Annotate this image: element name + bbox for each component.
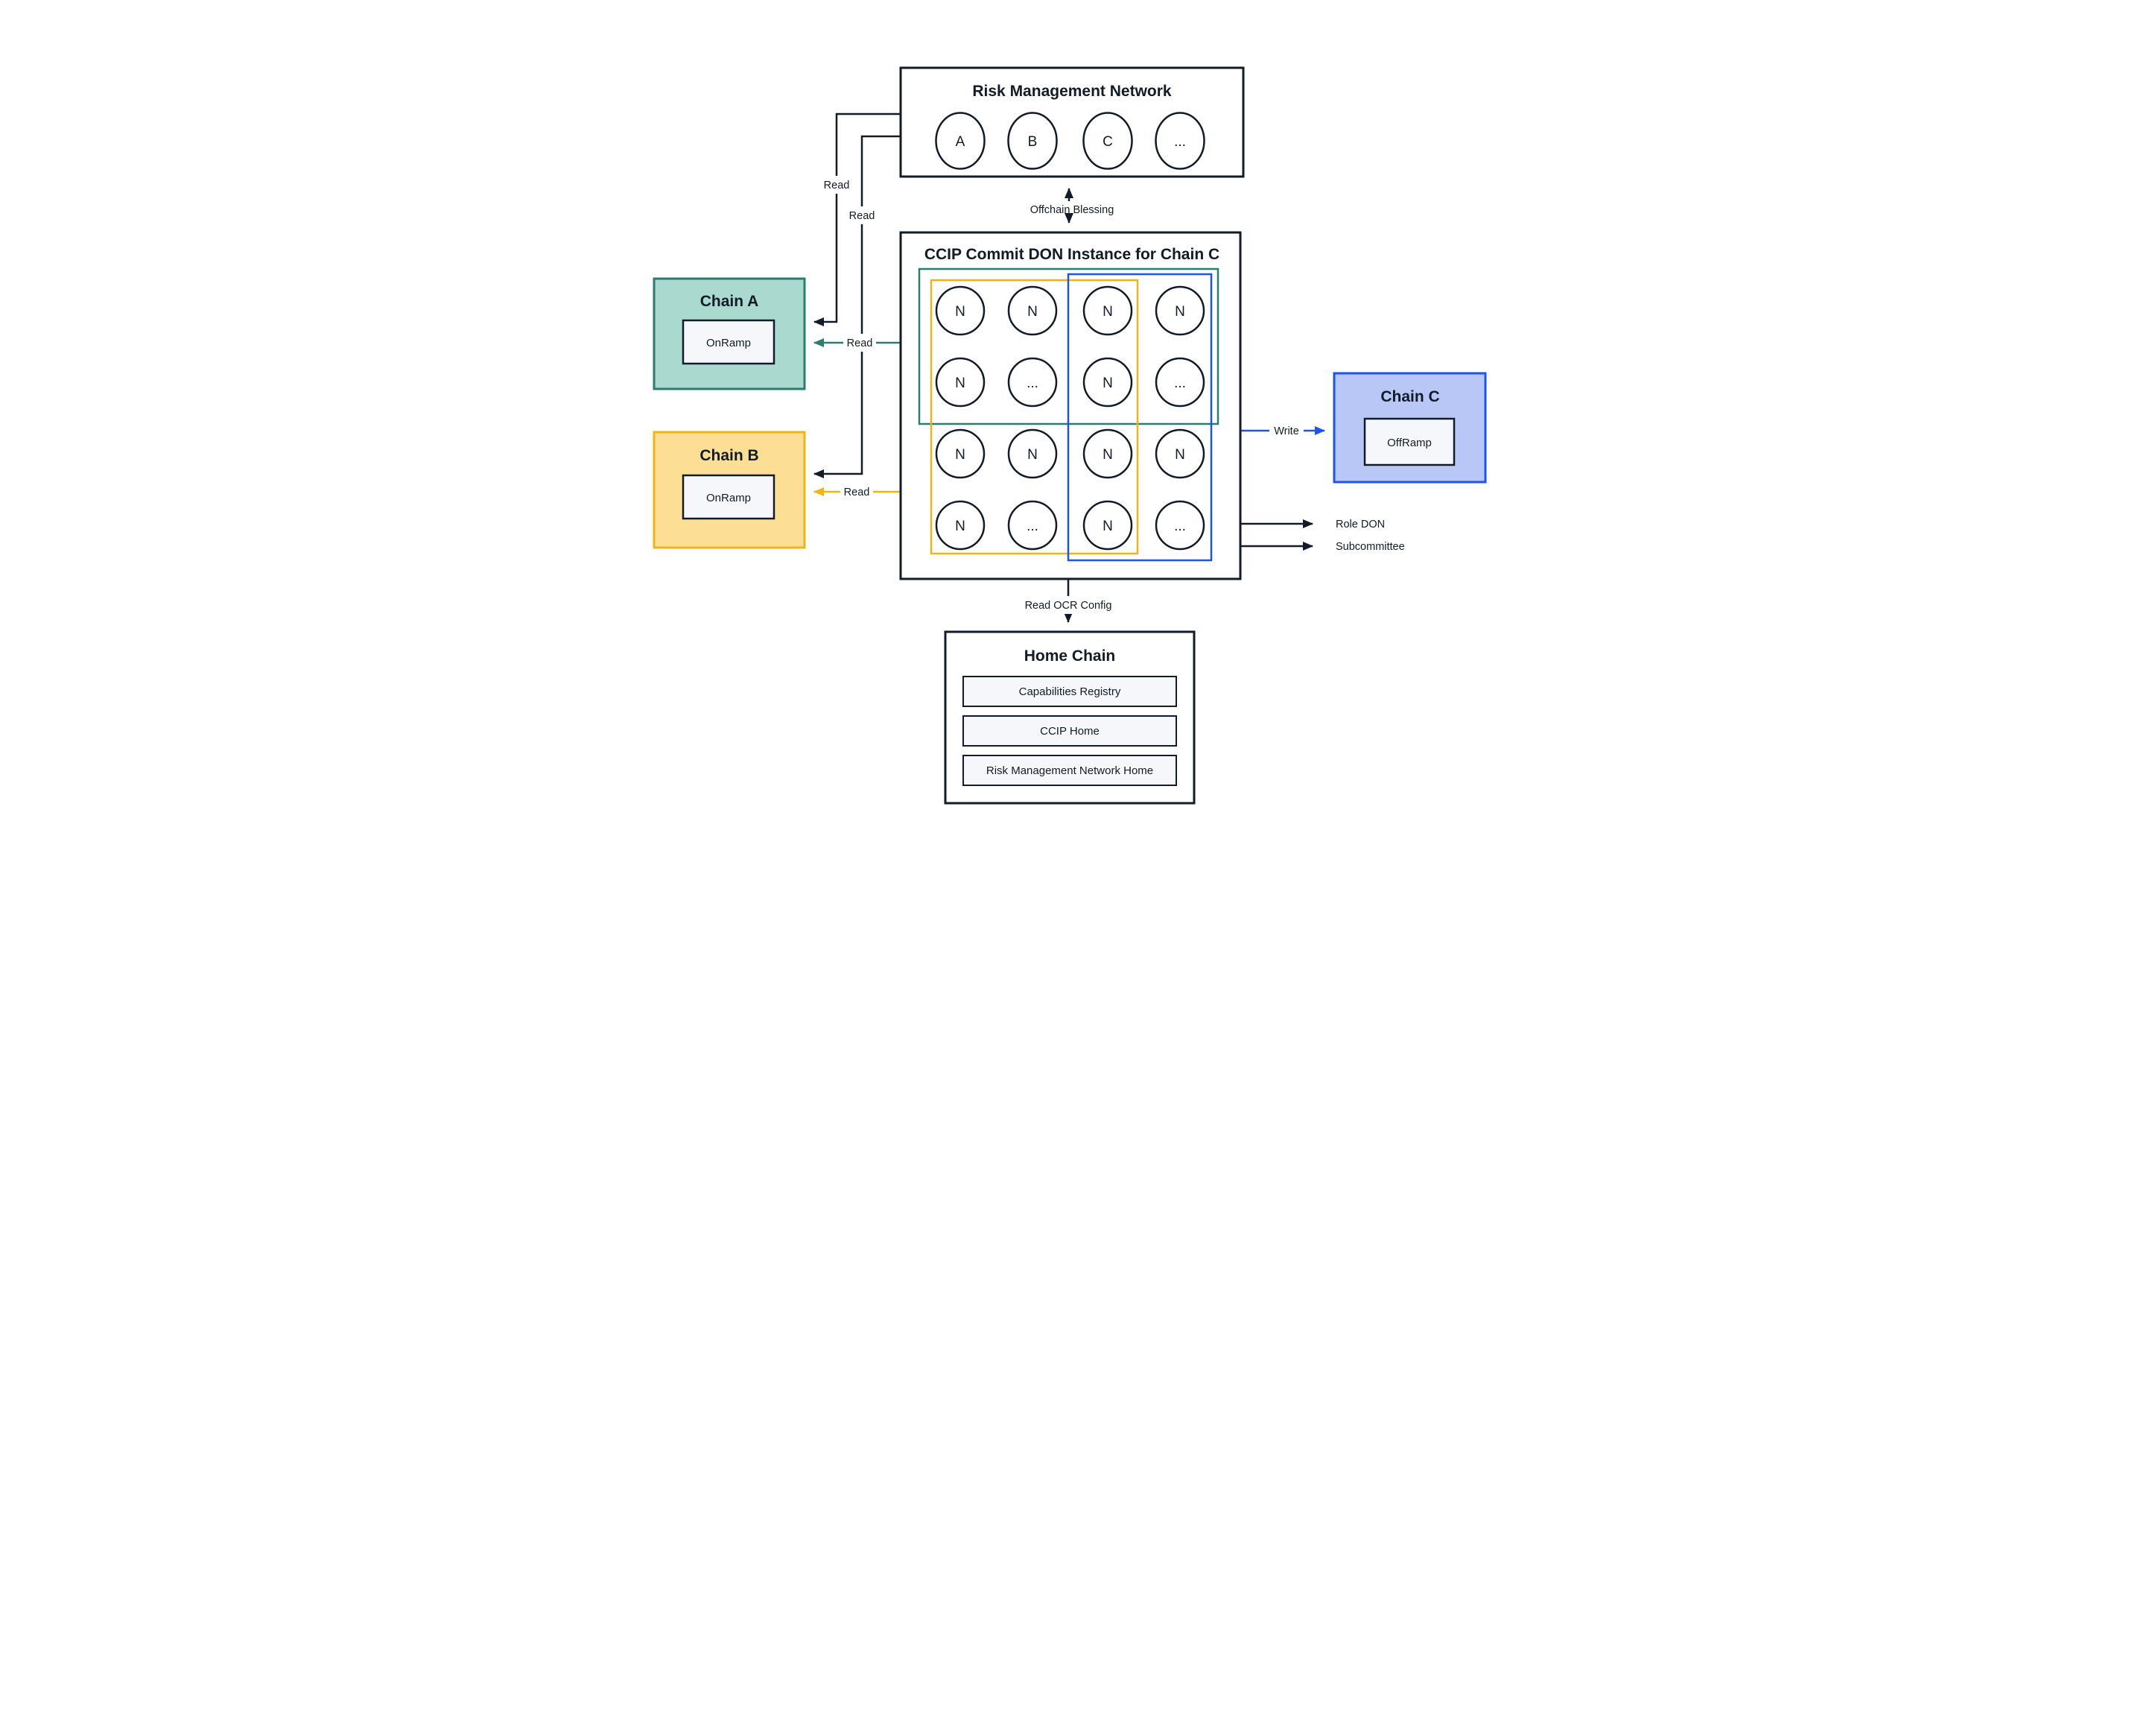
chain-a-title: Chain A	[699, 293, 758, 310]
rmn-node-c: C	[1082, 112, 1133, 170]
don-node-label: ...	[1174, 519, 1186, 534]
don-node: ...	[1155, 357, 1205, 408]
subcommittee-label: Subcommittee	[1336, 541, 1405, 553]
read-label-bg	[840, 483, 873, 501]
chain-c-offramp-rect	[1363, 417, 1455, 466]
rmn-node-c-circle	[1082, 112, 1133, 170]
don-node: N	[1082, 285, 1132, 336]
don-node-label: N	[1175, 304, 1185, 320]
don-node: N	[1007, 285, 1057, 336]
read-label-bg	[819, 176, 853, 194]
risk-management-network-title: Risk Management Network	[972, 83, 1172, 100]
read-rmn-chain-b-label: Read	[848, 210, 875, 222]
don-node: ...	[1155, 500, 1205, 551]
read-label-bg	[845, 206, 878, 224]
capabilities-registry-rect	[962, 676, 1177, 707]
chain-b-box: Chain B OnRamp	[653, 431, 805, 549]
don-node: N	[1155, 428, 1205, 479]
ccip-don-title: CCIP Commit DON Instance for Chain C	[924, 246, 1219, 263]
edge-read-rmn-to-chain-b	[813, 135, 901, 478]
don-node: N	[935, 500, 985, 551]
don-node: N	[1007, 428, 1057, 479]
don-node: ...	[1007, 500, 1057, 551]
don-node: N	[1155, 285, 1205, 336]
rmn-node-c-label: C	[1103, 134, 1113, 150]
chain-c-offramp-label: OffRamp	[1387, 437, 1432, 449]
don-node-label: N	[955, 447, 965, 463]
don-node-label: N	[955, 519, 965, 534]
don-node: N	[1082, 428, 1132, 479]
don-node-label: N	[1103, 376, 1113, 391]
ccip-home-label: CCIP Home	[1040, 725, 1100, 738]
don-node: ...	[1007, 357, 1057, 408]
don-node: N	[935, 285, 985, 336]
home-chain-title: Home Chain	[1024, 647, 1115, 665]
don-node-label: N	[1103, 519, 1113, 534]
rmn-node-a: A	[934, 112, 986, 170]
rmn-node-a-label: A	[955, 134, 965, 150]
rmn-node-b-label: B	[1027, 134, 1037, 150]
chain-b-title: Chain B	[699, 447, 758, 464]
chain-c-title: Chain C	[1380, 388, 1439, 405]
don-node-label: ...	[1027, 519, 1038, 534]
don-node-label: ...	[1027, 376, 1038, 391]
role-don-label: Role DON	[1336, 519, 1385, 530]
rmn-node-b: B	[1006, 112, 1058, 170]
read-don-chain-b-label: Read	[843, 487, 869, 498]
don-node-label: N	[1175, 447, 1185, 463]
risk-management-network-home-label: Risk Management Network Home	[986, 764, 1152, 777]
edge-labels-layer: Read Read Read Read Offchain Blessing Wr…	[819, 176, 1405, 614]
subcommittee-rect-gold	[930, 279, 1138, 555]
don-node-grid: N N N N N ... N ... N N N N N ... N ...	[935, 285, 1205, 551]
don-node-label: ...	[1174, 376, 1186, 391]
read-label-bg	[843, 334, 876, 352]
rmn-node-b-circle	[1006, 112, 1058, 170]
don-node-label: N	[1103, 304, 1113, 320]
diagram-stage: Risk Management Network A B C ... CCIP C…	[533, 0, 1602, 868]
don-node: N	[935, 357, 985, 408]
home-chain-box: Home Chain Capabilities Registry CCIP Ho…	[944, 630, 1195, 805]
read-ocr-config-label-bg	[1021, 596, 1114, 614]
chain-a-onramp-rect	[682, 319, 775, 365]
ccip-home-rect	[962, 715, 1177, 747]
don-node-label: N	[1103, 447, 1113, 463]
don-node: N	[935, 428, 985, 479]
ccip-architecture-diagram: Risk Management Network A B C ... CCIP C…	[653, 66, 1486, 805]
read-rmn-chain-a-label: Read	[823, 180, 849, 191]
rmn-node-more-label: ...	[1174, 134, 1186, 150]
chain-c-box: Chain C OffRamp	[1333, 372, 1486, 484]
read-ocr-config-label: Read OCR Config	[1024, 600, 1111, 612]
rmn-node-a-circle	[934, 112, 986, 170]
write-label-bg	[1269, 422, 1304, 440]
subcommittee-rect-blue	[1067, 273, 1212, 562]
chain-a-onramp-label: OnRamp	[705, 337, 750, 349]
don-node-label: N	[955, 376, 965, 391]
risk-management-network-box: Risk Management Network A B C ...	[899, 66, 1244, 178]
chain-b-onramp-label: OnRamp	[705, 492, 750, 504]
rmn-node-more: ...	[1154, 112, 1205, 170]
read-don-chain-a-label: Read	[846, 338, 872, 349]
don-node-label: N	[1027, 447, 1038, 463]
rmn-node-more-circle	[1154, 112, 1205, 170]
don-node: N	[1082, 357, 1132, 408]
risk-management-network-home-rect	[962, 755, 1177, 786]
don-node-label: N	[1027, 304, 1038, 320]
don-node-label: N	[955, 304, 965, 320]
chain-b-onramp-rect	[682, 474, 775, 520]
capabilities-registry-label: Capabilities Registry	[1018, 685, 1120, 698]
edge-read-rmn-to-chain-a	[813, 113, 901, 326]
chain-a-box: Chain A OnRamp	[653, 277, 805, 390]
don-node: N	[1082, 500, 1132, 551]
write-label: Write	[1274, 425, 1299, 437]
offchain-blessing-label: Offchain Blessing	[1030, 204, 1114, 216]
ccip-don-box: CCIP Commit DON Instance for Chain C N N…	[899, 231, 1241, 580]
